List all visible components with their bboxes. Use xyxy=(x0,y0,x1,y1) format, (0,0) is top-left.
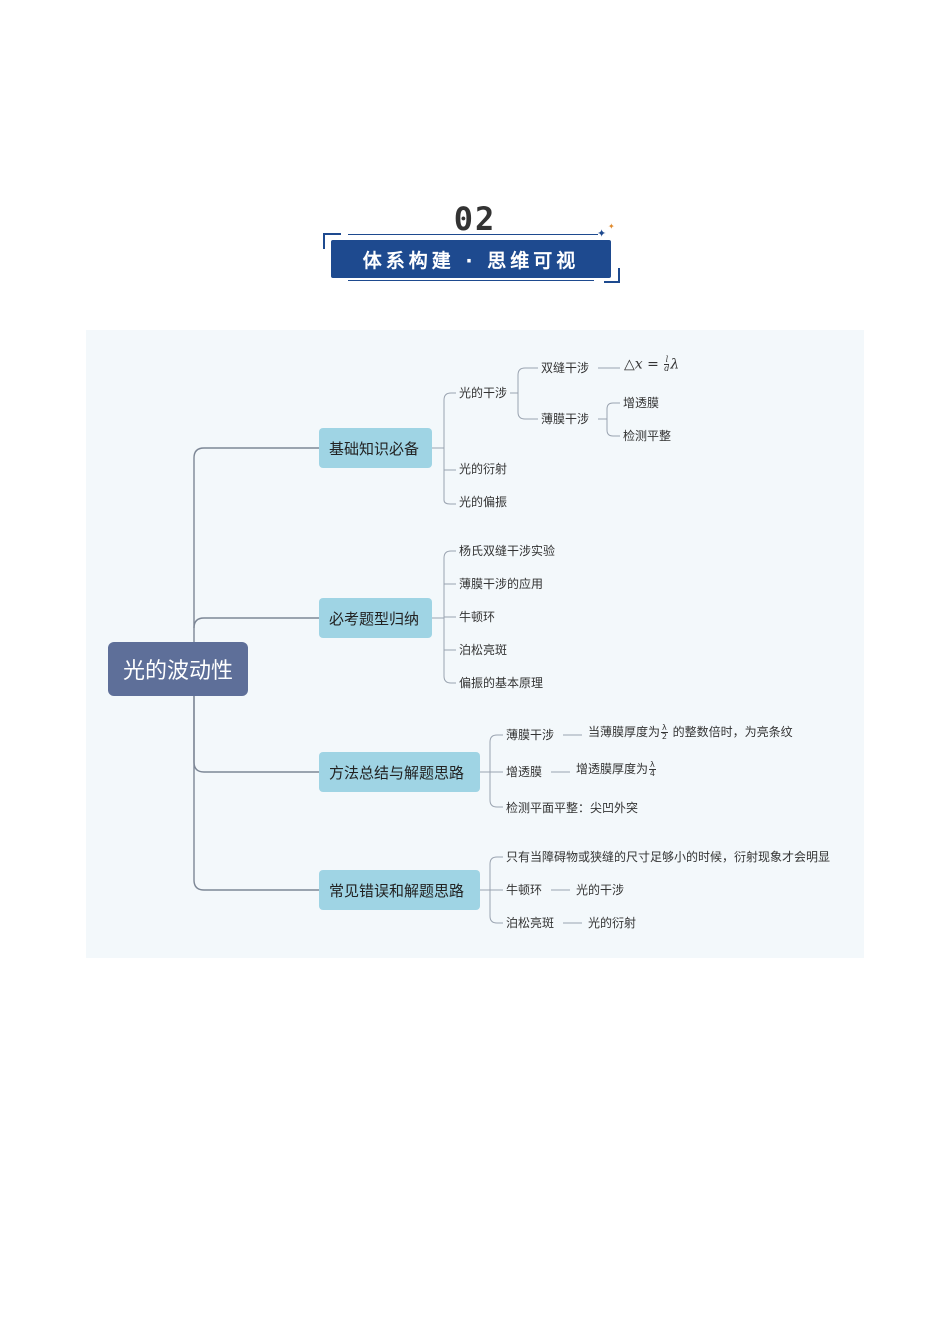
branch-label: 基础知识必备 xyxy=(329,439,420,458)
detail-text: 增透膜厚度为 xyxy=(576,762,649,776)
branch-label: 必考题型归纳 xyxy=(329,609,420,628)
banner-bottom-line xyxy=(348,280,594,281)
branch-basic-knowledge: 基础知识必备 xyxy=(319,428,432,468)
leaf-poisson-spot: 泊松亮斑 xyxy=(459,643,508,657)
branch-exam-types: 必考题型归纳 xyxy=(319,598,432,638)
sparkle-icon: ✦ xyxy=(597,227,607,240)
leaf-anti-reflection: 增透膜 xyxy=(623,396,660,410)
section-header: 02 体系构建 · 思维可视 ✦ ✦ xyxy=(0,0,950,300)
section-banner: 体系构建 · 思维可视 xyxy=(331,240,611,278)
error-newton-rings-detail: 光的干涉 xyxy=(576,883,625,897)
section-number: 02 xyxy=(453,200,497,238)
leaf-polarization: 光的偏振 xyxy=(459,495,508,509)
banner-top-line xyxy=(348,234,598,235)
leaf-flatness-check: 检测平整 xyxy=(623,429,672,443)
leaf-interference: 光的干涉 xyxy=(459,386,508,400)
leaf-thin-film: 薄膜干涉 xyxy=(541,412,590,426)
leaf-thin-film-application: 薄膜干涉的应用 xyxy=(459,577,544,591)
leaf-newton-rings: 牛顿环 xyxy=(459,610,496,624)
leaf-method-flatness: 检测平面平整：尖凹外突 xyxy=(506,801,639,815)
leaf-double-slit: 双缝干涉 xyxy=(541,361,590,375)
root-node: 光的波动性 xyxy=(108,642,248,696)
leaf-method-thin-film: 薄膜干涉 xyxy=(506,728,555,742)
section-title: 体系构建 · 思维可视 xyxy=(362,249,580,272)
banner-corner-bottom-right xyxy=(604,268,620,283)
detail-text: 的整数倍时，为亮条纹 xyxy=(672,725,793,739)
banner-corner-top-left xyxy=(323,233,341,249)
error-poisson-spot-detail: 光的衍射 xyxy=(588,916,637,930)
leaf-method-anti-reflection: 增透膜 xyxy=(506,765,543,779)
leaf-error-poisson-spot: 泊松亮斑 xyxy=(506,916,555,930)
leaf-polarization-principle: 偏振的基本原理 xyxy=(459,676,544,690)
branch-common-errors: 常见错误和解题思路 xyxy=(319,870,480,910)
branch-label: 常见错误和解题思路 xyxy=(329,881,465,900)
branch-label: 方法总结与解题思路 xyxy=(329,763,465,782)
sparkle-small-icon: ✦ xyxy=(608,222,615,231)
leaf-diffraction: 光的衍射 xyxy=(459,462,508,476)
leaf-error-newton-rings: 牛顿环 xyxy=(506,883,543,897)
leaf-diffraction-condition: 只有当障碍物或狭缝的尺寸足够小的时候，衍射现象才会明显 xyxy=(506,850,831,864)
branch-methods: 方法总结与解题思路 xyxy=(319,752,480,792)
detail-text: 当薄膜厚度为 xyxy=(588,725,661,739)
leaf-young-double-slit: 杨氏双缝干涉实验 xyxy=(459,544,556,558)
